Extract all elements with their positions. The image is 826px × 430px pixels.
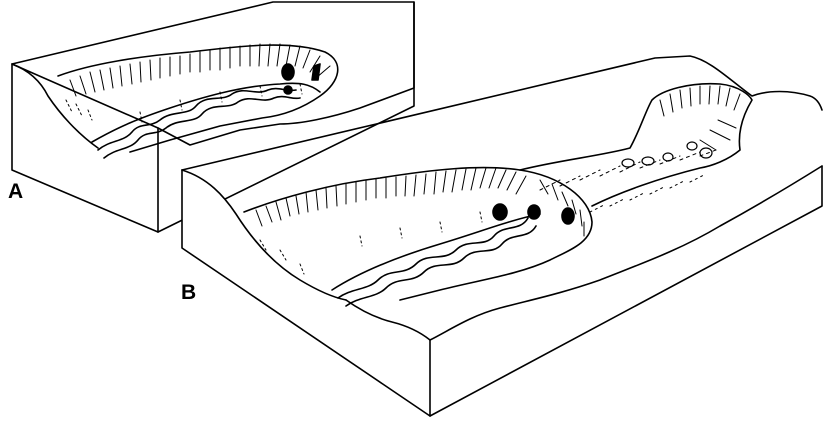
panel-label-b: B xyxy=(181,281,196,305)
block-b-spring-1 xyxy=(493,204,507,220)
panel-label-a: A xyxy=(8,180,23,204)
block-a-spring-2 xyxy=(312,64,320,80)
block-a-top-surface xyxy=(12,2,414,148)
block-a-spring-3 xyxy=(284,86,292,94)
block-b-upstream-trough xyxy=(520,84,752,206)
block-b-top-back-edge xyxy=(182,56,822,170)
block-b-open-springs xyxy=(622,142,712,167)
block-b-top-front-edge xyxy=(430,166,822,340)
block-a-front-face xyxy=(12,64,158,232)
block-b-bottom-edge xyxy=(430,166,822,416)
block-b-river xyxy=(338,218,528,298)
block-b-front-face xyxy=(182,170,430,416)
block-b-hachures xyxy=(256,86,740,274)
block-b-floor-edge xyxy=(332,214,540,290)
block-b xyxy=(182,56,822,416)
block-b-spring-2 xyxy=(528,205,540,219)
block-b-spring-3 xyxy=(562,208,574,224)
block-a-spring-1 xyxy=(282,64,294,80)
block-b-river-bank xyxy=(346,226,536,306)
